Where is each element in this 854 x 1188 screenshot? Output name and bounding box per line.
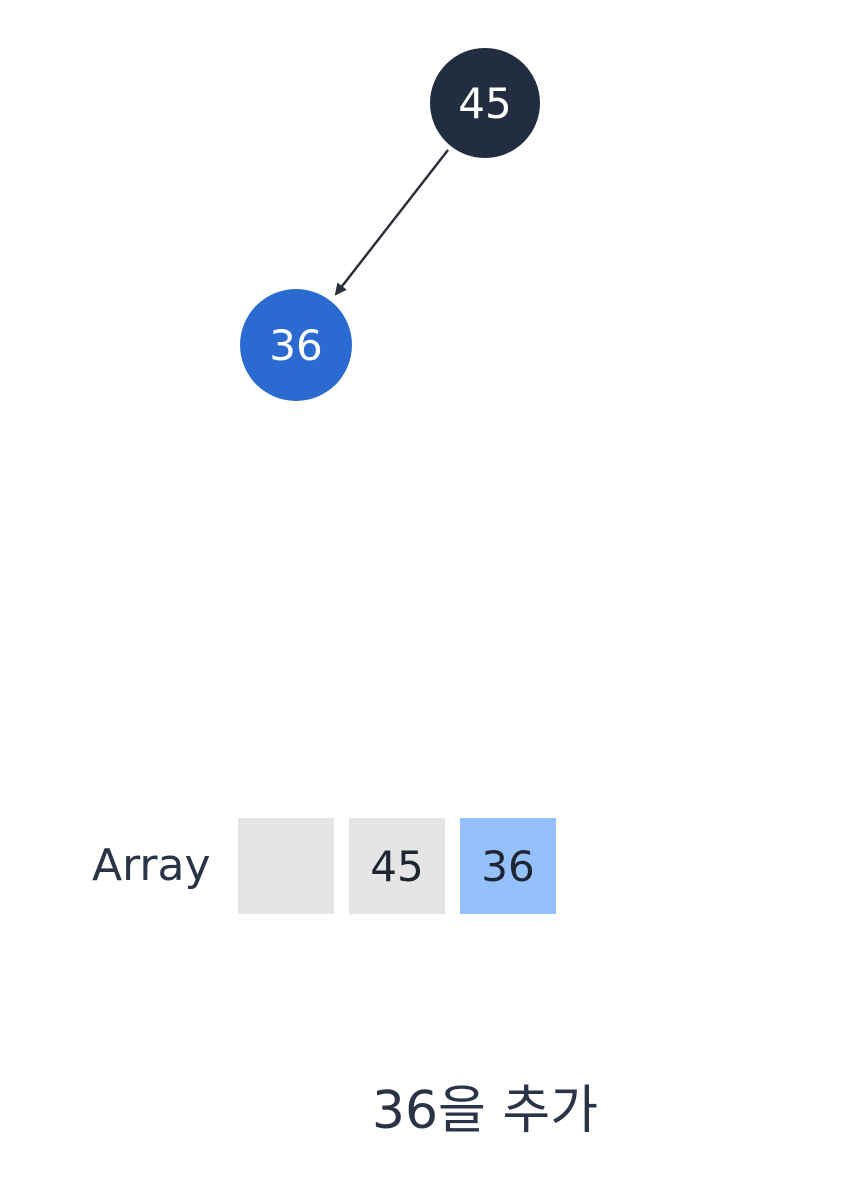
tree-edge-root-to-left [334,149,449,296]
tree-node-left-circle [240,289,352,401]
tree-node-root-label: 45 [458,79,511,128]
tree-node-left: 36 [240,289,352,401]
heap-tree-diagram: 45 36 [240,48,540,401]
array-row: Array 45 36 [92,818,556,914]
array-cell-2: 36 [460,818,556,914]
tree-node-left-label: 36 [269,321,322,370]
array-cells: 45 36 [238,818,556,914]
tree-node-root: 45 [430,48,540,158]
array-cell-1: 45 [349,818,445,914]
array-label: Array [92,840,211,891]
caption-text: 36을 추가 [371,1081,599,1141]
array-cell-0 [238,818,334,914]
tree-node-root-circle [430,48,540,158]
